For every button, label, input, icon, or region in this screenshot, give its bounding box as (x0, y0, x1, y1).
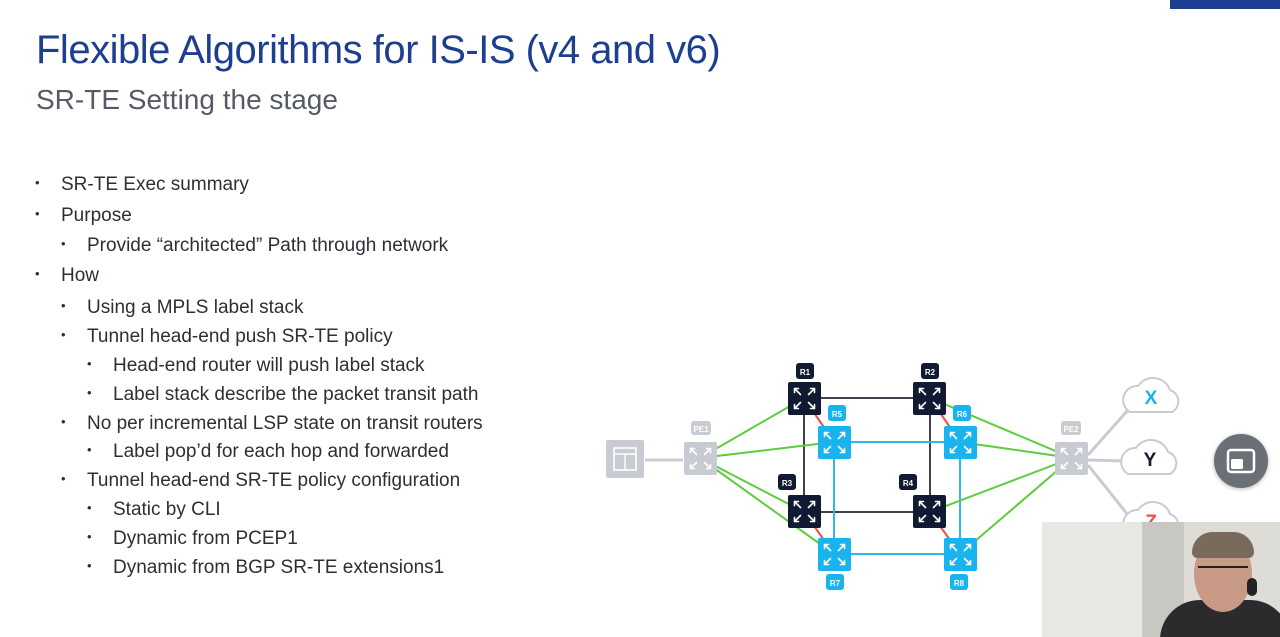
bullet-item: Provide “architected” Path through netwo… (61, 235, 448, 257)
r3-label: R3 (782, 479, 793, 488)
picture-in-picture-icon (1226, 448, 1256, 474)
bullet-item: Dynamic from PCEP1 (87, 528, 298, 550)
picture-in-picture-button[interactable] (1214, 434, 1268, 488)
r6-router: R6 (944, 405, 977, 459)
slide-subtitle: SR-TE Setting the stage (36, 84, 338, 115)
r5-router: R5 (818, 405, 851, 459)
presenter-hair (1192, 532, 1254, 558)
brand-bar (1170, 0, 1280, 9)
r1-label: R1 (800, 368, 811, 377)
bullet-item: Dynamic from BGP SR-TE extensions1 (87, 557, 444, 579)
bullet-item: Tunnel head-end SR-TE policy configurati… (61, 470, 460, 492)
bullet-item: Label pop’d for each hop and forwarded (87, 441, 449, 463)
bullet-item: Head-end router will push label stack (87, 355, 425, 377)
pe2-label: PE2 (1063, 425, 1079, 434)
r8-label: R8 (954, 579, 965, 588)
links (645, 397, 1130, 555)
pe1-label: PE1 (693, 425, 709, 434)
headset-icon (1247, 578, 1257, 596)
bullet-item: SR-TE Exec summary (35, 174, 249, 196)
r5-label: R5 (832, 410, 843, 419)
cloud-y-label: Y (1144, 450, 1157, 471)
bullet-item: Using a MPLS label stack (61, 297, 303, 319)
r3-router: R3 (778, 474, 821, 528)
server-icon (606, 440, 644, 478)
r2-router: R2 (913, 363, 946, 415)
cloud-x: X (1122, 376, 1180, 413)
slide-title: Flexible Algorithms for IS-IS (v4 and v6… (36, 28, 721, 72)
pe1-router: PE1 (684, 421, 717, 475)
r4-router: R4 (899, 474, 946, 528)
r6-label: R6 (957, 410, 968, 419)
r7-label: R7 (830, 579, 841, 588)
bullet-item: Purpose (35, 205, 132, 227)
r2-label: R2 (925, 368, 936, 377)
bullet-item: Label stack describe the packet transit … (87, 384, 478, 406)
video-background (1042, 522, 1142, 637)
r4-label: R4 (903, 479, 914, 488)
webcam-video[interactable] (1042, 522, 1280, 637)
bullet-item: Tunnel head-end push SR-TE policy (61, 326, 393, 348)
bullet-item: How (35, 265, 99, 287)
r1-router: R1 (788, 363, 821, 415)
cloud-y: Y (1120, 438, 1178, 475)
pe2-router: PE2 (1055, 421, 1088, 475)
r8-router: R8 (944, 538, 977, 590)
bullet-item: Static by CLI (87, 499, 221, 521)
presenter-glasses (1198, 566, 1248, 578)
bullet-item: No per incremental LSP state on transit … (61, 413, 483, 435)
cloud-x-label: X (1145, 388, 1158, 409)
r7-router: R7 (818, 538, 851, 590)
